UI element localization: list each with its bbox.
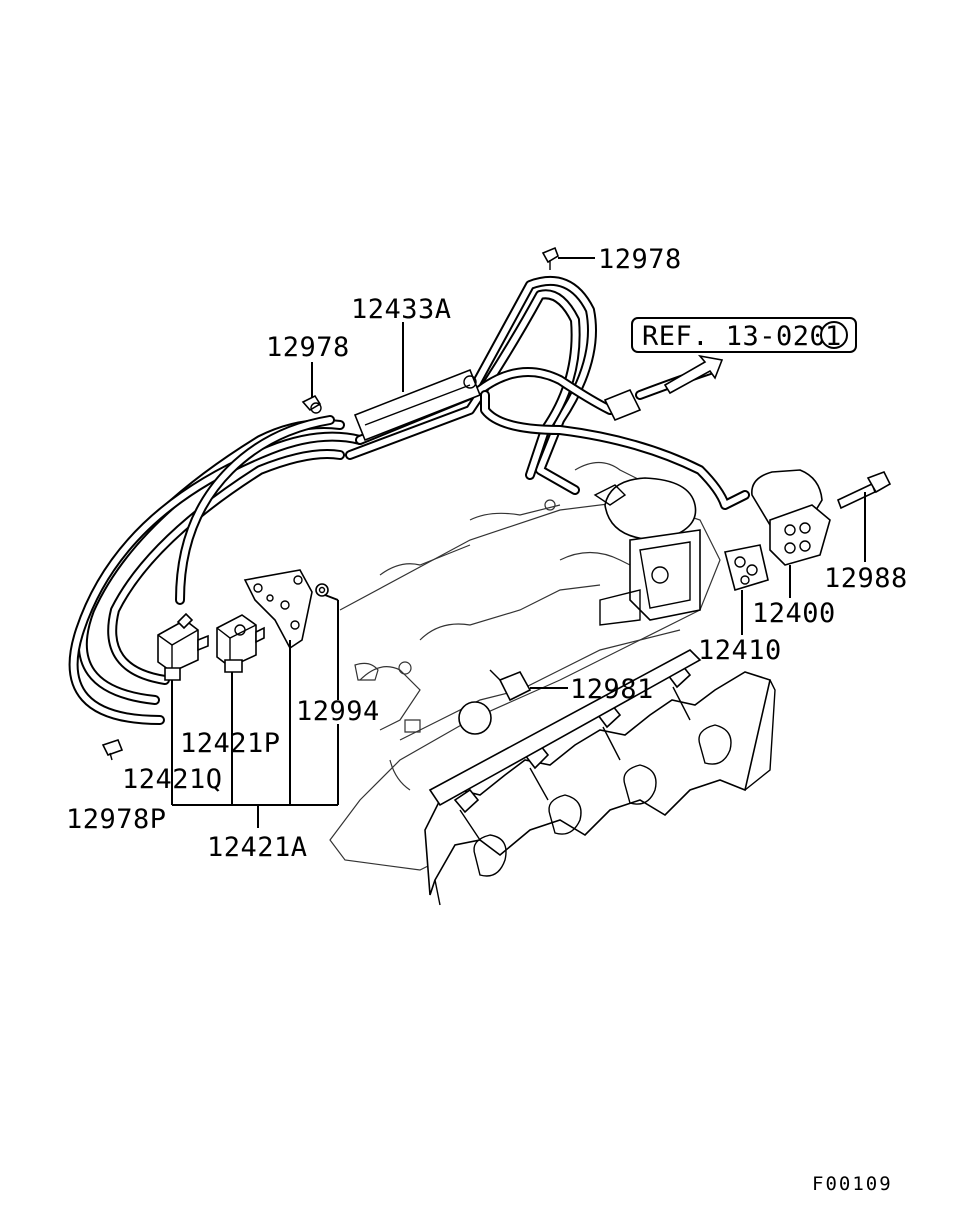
nut-drawing [315,583,329,597]
reference-circled-number: 1 [825,321,842,352]
intake-manifold-drawing [424,649,776,906]
callout-12994: 12994 [296,696,380,727]
callout-12421a: 12421A [207,832,308,863]
callout-12421p: 12421P [180,728,281,759]
figure-code: F00109 [812,1173,893,1195]
hose-bracket-drawing [353,368,642,442]
reference-box: REF. 13-020 1 [631,317,857,353]
callout-12400: 12400 [752,598,836,629]
egr-bolt-drawing [836,470,892,510]
throttle-body-drawing [593,477,701,626]
callout-12421q: 12421Q [122,764,223,795]
callout-labels: 12978 12433A 12978 12988 12400 12410 129… [66,244,908,863]
callout-12978-top: 12978 [598,244,682,275]
screw-p-drawing [101,739,124,761]
bracket-plate-drawing [243,569,313,650]
solenoid-valve-p-drawing [216,614,265,673]
solenoid-valve-q-drawing [157,612,209,681]
vacuum-hose-harness [68,276,750,725]
regulator-drawing [458,669,532,735]
leader-lines [171,257,866,828]
callout-12978-left: 12978 [266,332,350,363]
callout-12433a: 12433A [351,294,452,325]
callout-12988: 12988 [824,563,908,594]
egr-valve-drawing [751,469,831,566]
callout-12410: 12410 [698,635,782,666]
ref-arrow-drawing [663,354,724,395]
callout-12978p: 12978P [66,804,167,835]
callout-12981: 12981 [570,674,654,705]
reference-text: REF. 13-020 [642,321,826,352]
engine-block-drawing [329,461,721,871]
screw-left-drawing [301,394,322,414]
screw-top-drawing [541,246,559,270]
egr-gasket-drawing [724,544,769,592]
